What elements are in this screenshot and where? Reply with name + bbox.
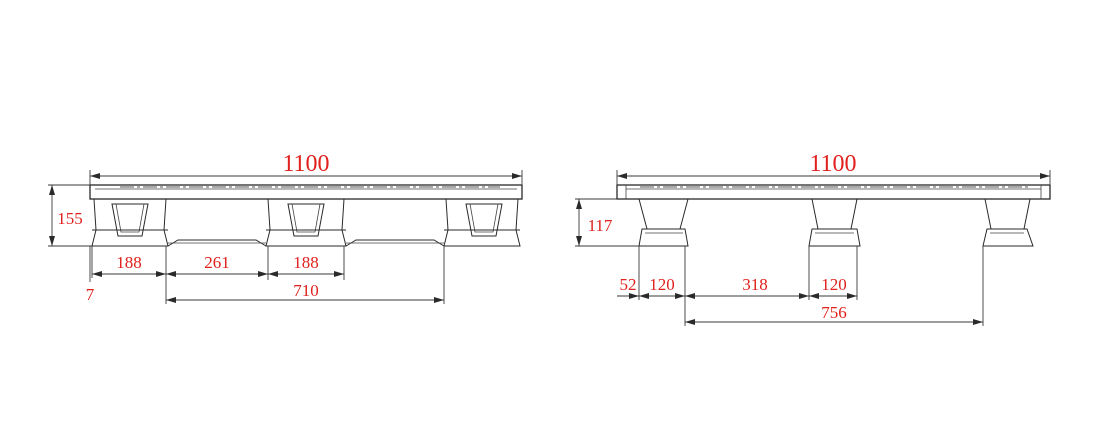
left-dim-261: 261: [204, 253, 230, 272]
right-deck: [616, 184, 1051, 200]
right-span-dimension: 756: [685, 303, 983, 325]
left-bottom-runners: [167, 239, 445, 247]
right-height-label: 117: [588, 216, 613, 235]
left-dim-188-a: 188: [116, 253, 142, 272]
left-deck: [89, 184, 523, 200]
right-bottom-dimensions: 52 120 318 120: [617, 246, 984, 326]
right-offset-label: 52: [620, 275, 637, 294]
left-dim-188-b: 188: [293, 253, 319, 272]
right-block-width-mid-label: 120: [821, 275, 847, 294]
left-span-label: 710: [293, 281, 319, 300]
left-overall-length-label: 1100: [282, 151, 329, 177]
right-overall-dimension: 1100: [616, 151, 1051, 185]
left-overall-dimension: 1100: [89, 151, 523, 185]
right-span-label: 756: [821, 303, 847, 322]
left-offset-label: 7: [86, 285, 95, 304]
left-height-dimension: 155: [48, 184, 92, 247]
right-block-left: [638, 198, 689, 247]
right-block-width-left-label: 120: [649, 275, 675, 294]
left-span-dimension: 710: [166, 281, 444, 303]
left-foot-middle: [265, 198, 347, 247]
right-pallet-view: 1100 117 52 120: [575, 151, 1051, 326]
left-bottom-dimensions: 188 261 188 7: [86, 246, 445, 304]
left-height-label: 155: [57, 209, 83, 228]
left-foot-left: [91, 198, 169, 247]
right-gap-label: 318: [742, 275, 768, 294]
right-block-middle: [808, 198, 861, 247]
right-block-right: [982, 198, 1034, 247]
left-pallet-view: 1100 155 188 261: [48, 151, 523, 304]
right-overall-length-label: 1100: [809, 151, 856, 177]
left-foot-right: [443, 198, 521, 247]
right-height-dimension: 117: [575, 198, 639, 247]
